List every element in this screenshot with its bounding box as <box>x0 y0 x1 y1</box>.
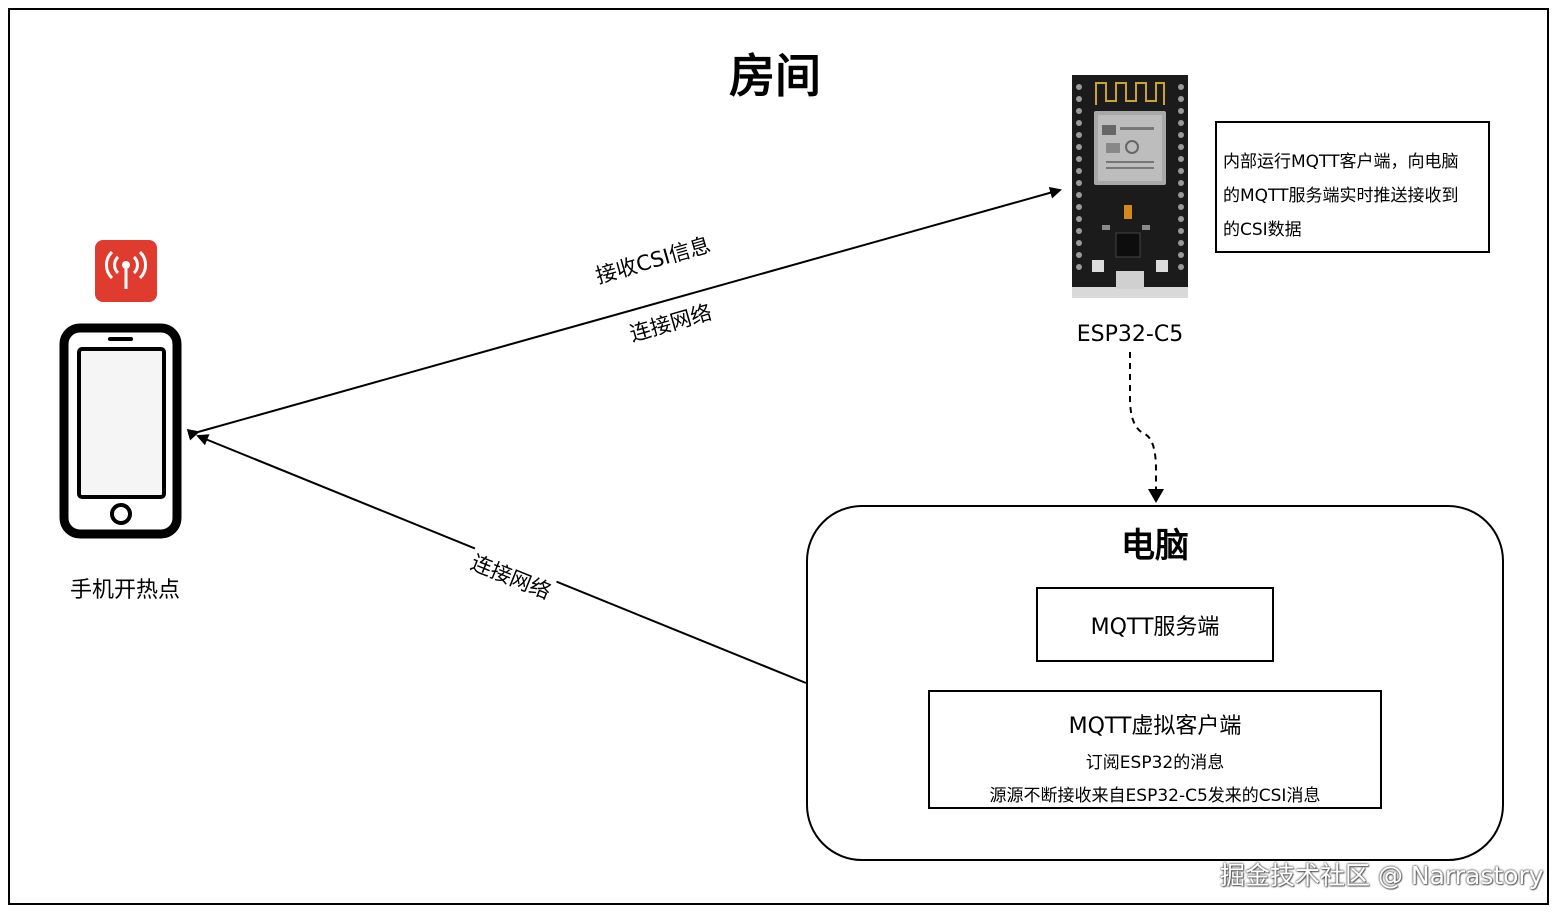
pc-title: 电脑 <box>1121 526 1189 566</box>
broadcast-tower-icon <box>95 240 157 302</box>
mqtt-client-title: MQTT虚拟客户端 <box>1068 714 1242 739</box>
phone-label: 手机开热点 <box>69 578 180 603</box>
esp-pc-arrowhead <box>1148 489 1164 503</box>
room-frame <box>8 8 1549 905</box>
mqtt-client-box: MQTT虚拟客户端 订阅ESP32的消息 源源不断接收来自ESP32-C5发来的… <box>928 690 1382 809</box>
pc-container <box>806 505 1504 861</box>
phone-esp-connector <box>186 186 1062 441</box>
smartphone-icon <box>59 323 182 539</box>
esp-pc-dashed-connector <box>1129 352 1157 493</box>
note-line-3: 的CSI数据 <box>1223 220 1302 240</box>
note-line-2: 的MQTT服务端实时推送接收到 <box>1223 186 1459 206</box>
esp32-board-icon <box>1072 75 1188 298</box>
note-line-1: 内部运行MQTT客户端，向电脑 <box>1223 152 1459 172</box>
mqtt-client-line-1: 订阅ESP32的消息 <box>1085 753 1225 773</box>
room-title: 房间 <box>729 49 821 103</box>
mqtt-client-line-2: 源源不断接收来自ESP32-C5发来的CSI消息 <box>989 786 1321 806</box>
watermark: 掘金技术社区 @ Narrastory <box>1220 861 1544 890</box>
mqtt-server-box: MQTT服务端 <box>1036 587 1274 662</box>
esp32-label: ESP32-C5 <box>1076 322 1184 347</box>
mqtt-server-label: MQTT服务端 <box>1090 614 1220 640</box>
esp32-description-note: 内部运行MQTT客户端，向电脑 的MQTT服务端实时推送接收到 的CSI数据 <box>1215 121 1490 253</box>
